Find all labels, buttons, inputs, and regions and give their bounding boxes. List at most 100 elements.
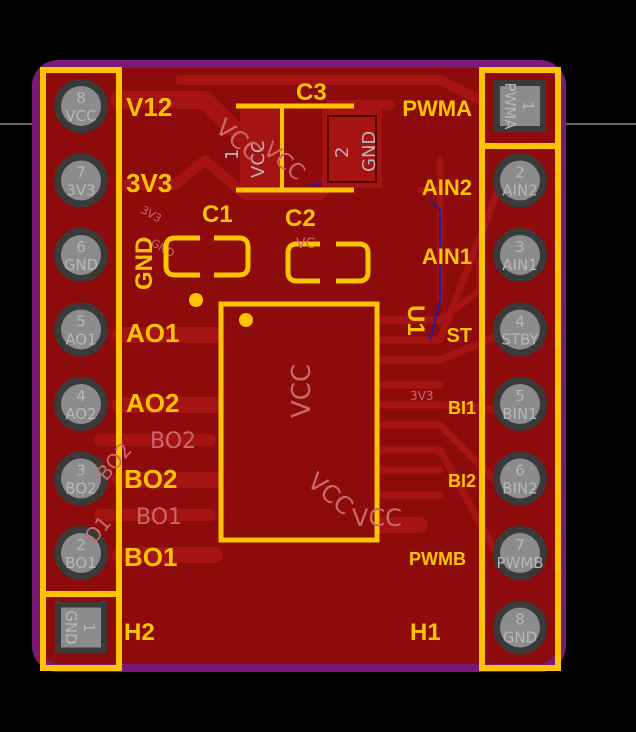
pad-net: VCC bbox=[65, 107, 96, 125]
pad-net: PWMB bbox=[496, 554, 543, 572]
c3-pin2-net: GND bbox=[359, 131, 380, 172]
silk-label-gnd: GND bbox=[131, 237, 158, 290]
pad-number: 6 bbox=[76, 238, 86, 256]
pad-copper bbox=[500, 533, 540, 573]
u1-orientation-dot bbox=[189, 293, 203, 307]
h2-label: H2 bbox=[124, 619, 155, 646]
pad-number: 5 bbox=[515, 387, 525, 405]
c1-silk-left bbox=[163, 235, 200, 278]
pad-copper bbox=[61, 533, 101, 573]
pad-number: 7 bbox=[76, 164, 86, 182]
left-header-outline bbox=[40, 67, 122, 671]
pad-net: AIN1 bbox=[502, 256, 537, 274]
pad-copper bbox=[61, 160, 101, 201]
silk-label-pwmb: PWMB bbox=[409, 549, 466, 569]
net-vcc-ic: VCC bbox=[287, 364, 317, 418]
c3-pin1-net: VCC bbox=[248, 141, 269, 178]
silk-label-bo1: BO1 bbox=[124, 542, 177, 572]
pad-copper bbox=[500, 160, 540, 201]
pad-net: GND bbox=[503, 629, 537, 647]
net-bo2-fab: BO2 bbox=[150, 429, 196, 454]
c3-pad-1 bbox=[240, 108, 280, 188]
pad-net: AIN2 bbox=[502, 182, 537, 200]
c1-silk-right bbox=[214, 235, 251, 278]
c2-silk-left bbox=[285, 241, 320, 284]
pad-number: 3 bbox=[76, 462, 86, 480]
silk-label-ao2: AO2 bbox=[126, 388, 179, 418]
pad-number: 4 bbox=[515, 313, 525, 331]
silk-label-ain1: AIN1 bbox=[422, 244, 472, 269]
pad-number: 1 bbox=[80, 623, 98, 633]
h1-label: H1 bbox=[410, 619, 441, 646]
pad-number: 2 bbox=[76, 536, 86, 554]
pad-net: GND bbox=[64, 256, 98, 274]
pad-copper bbox=[61, 458, 101, 499]
pad-copper bbox=[61, 384, 101, 424]
pad-copper bbox=[61, 309, 101, 350]
silk-label-3v3: 3V3 bbox=[126, 168, 172, 198]
pad-copper bbox=[500, 86, 540, 126]
pad-copper bbox=[500, 309, 540, 350]
capacitor-c2: C2 bbox=[285, 205, 371, 284]
pad-net: AO2 bbox=[65, 405, 96, 423]
c3-pad-2-inner bbox=[327, 115, 377, 183]
pad-number: 8 bbox=[515, 611, 525, 629]
pad-copper bbox=[61, 607, 101, 648]
u1-label: U1 bbox=[402, 305, 429, 336]
silk-label-ao1: AO1 bbox=[126, 318, 179, 348]
silk-label-pwma: PWMA bbox=[402, 96, 472, 121]
pad-number: 7 bbox=[515, 536, 525, 554]
silk-label-bi1: BI1 bbox=[448, 398, 476, 418]
pad-net: BIN2 bbox=[502, 480, 537, 498]
u1-pin1-marker bbox=[239, 313, 253, 327]
u1-body-outline bbox=[218, 301, 380, 543]
pad-net: STBY bbox=[501, 331, 539, 349]
pad-copper bbox=[61, 86, 101, 126]
ic-u1: U1 bbox=[189, 293, 429, 543]
pad-net: GND bbox=[62, 610, 80, 644]
pad-copper bbox=[500, 607, 540, 648]
c2-label: C2 bbox=[285, 205, 316, 232]
pad-copper bbox=[500, 384, 540, 424]
pad-number: 2 bbox=[515, 164, 525, 182]
silk-label-v12: V12 bbox=[126, 92, 172, 122]
net-bo1-fab: BO1 bbox=[136, 505, 182, 530]
net-vcc-c2: VC bbox=[296, 236, 316, 252]
c2-silk-right bbox=[336, 241, 371, 284]
c3-pin2-num: 2 bbox=[332, 147, 353, 158]
pad-net: PWMA bbox=[501, 82, 519, 130]
c1-label: C1 bbox=[202, 201, 233, 228]
pad-net: 3V3 bbox=[66, 182, 95, 200]
silk-label-bo2: BO2 bbox=[124, 464, 177, 494]
c3-pin1-num: 1 bbox=[222, 149, 243, 160]
pad-number: 3 bbox=[515, 238, 525, 256]
pad-net: BIN1 bbox=[502, 405, 537, 423]
c3-label: C3 bbox=[296, 79, 327, 106]
c3-pad-2 bbox=[322, 108, 382, 188]
right-header-outline bbox=[479, 67, 561, 671]
pad-net: AO1 bbox=[65, 331, 96, 349]
pad-number: 5 bbox=[76, 313, 86, 331]
pad-copper bbox=[500, 458, 540, 499]
pad-number: 8 bbox=[76, 89, 86, 107]
silk-label-st: ST bbox=[446, 325, 472, 347]
silk-label-bi2: BI2 bbox=[448, 471, 476, 491]
silk-label-ain2: AIN2 bbox=[422, 175, 472, 200]
capacitor-c3: 1 VCC 2 GND C3 bbox=[222, 79, 382, 193]
